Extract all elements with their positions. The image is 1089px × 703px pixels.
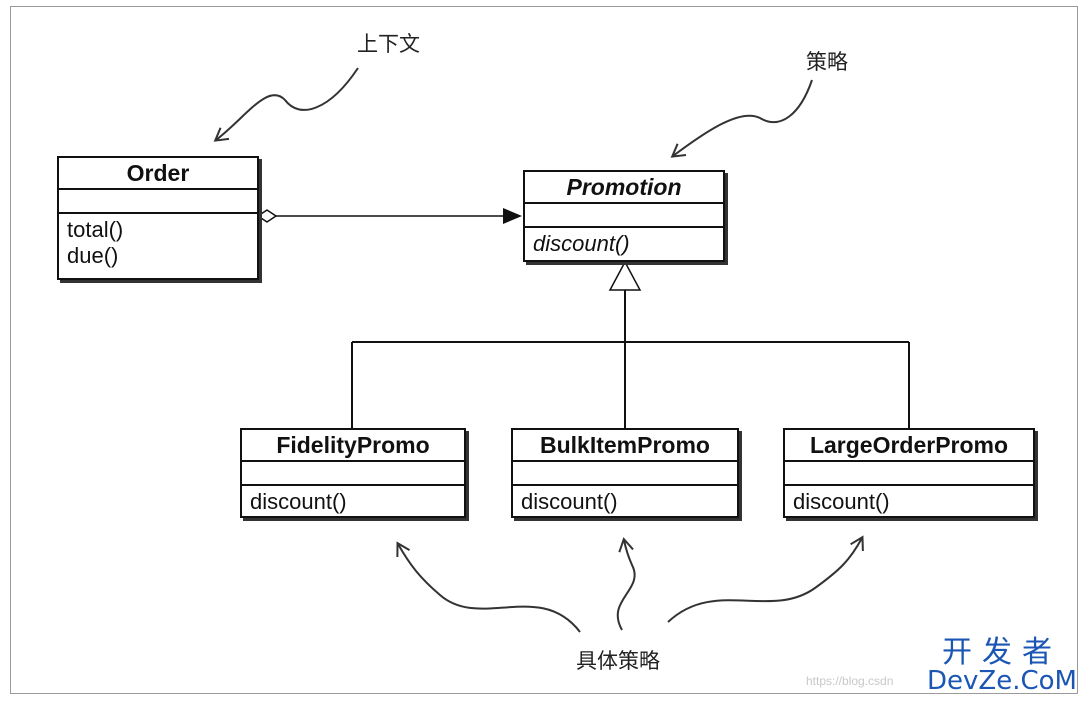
association-arrowhead <box>503 208 522 224</box>
bulk-attributes <box>513 462 737 486</box>
bulk-op-discount: discount() <box>521 489 618 514</box>
bulk-class-name: BulkItemPromo <box>513 430 737 462</box>
context-note: 上下文 <box>357 32 420 56</box>
concrete-strategy-note: 具体策略 <box>576 649 660 673</box>
order-class: Order total() due() <box>57 156 259 280</box>
fidelity-op-discount: discount() <box>250 489 347 514</box>
promotion-class: Promotion discount() <box>523 170 725 262</box>
concrete-arrow-large <box>667 535 864 623</box>
strategy-note: 策略 <box>806 50 848 74</box>
fidelity-attributes <box>242 462 464 486</box>
large-op-discount: discount() <box>793 489 890 514</box>
concrete-arrow-fidelity <box>396 541 581 633</box>
promotion-op-discount: discount() <box>533 231 630 256</box>
fidelity-promo-class: FidelityPromo discount() <box>240 428 466 518</box>
concrete-arrow-bulk <box>616 537 636 631</box>
order-attributes <box>59 190 257 214</box>
strategy-arrow <box>670 79 813 158</box>
watermark-brand-en: DevZe.CoM <box>927 666 1077 696</box>
context-arrow <box>213 67 359 142</box>
promotion-class-name: Promotion <box>525 172 723 204</box>
order-class-name: Order <box>59 158 257 190</box>
bulk-item-promo-class: BulkItemPromo discount() <box>511 428 739 518</box>
aggregation-diamond <box>256 209 278 223</box>
large-class-name: LargeOrderPromo <box>785 430 1033 462</box>
watermark-url: https://blog.csdn <box>806 674 894 688</box>
large-attributes <box>785 462 1033 486</box>
watermark-brand-cn: 开发者 <box>942 635 1062 670</box>
inheritance-triangle <box>608 260 642 291</box>
promotion-attributes <box>525 204 723 228</box>
fidelity-class-name: FidelityPromo <box>242 430 464 462</box>
large-order-promo-class: LargeOrderPromo discount() <box>783 428 1035 518</box>
order-op-due: due() <box>67 243 119 268</box>
devze-watermark: 开发者 DevZe.CoM <box>927 635 1077 696</box>
diagram-frame <box>10 6 1078 694</box>
order-op-total: total() <box>67 217 124 242</box>
